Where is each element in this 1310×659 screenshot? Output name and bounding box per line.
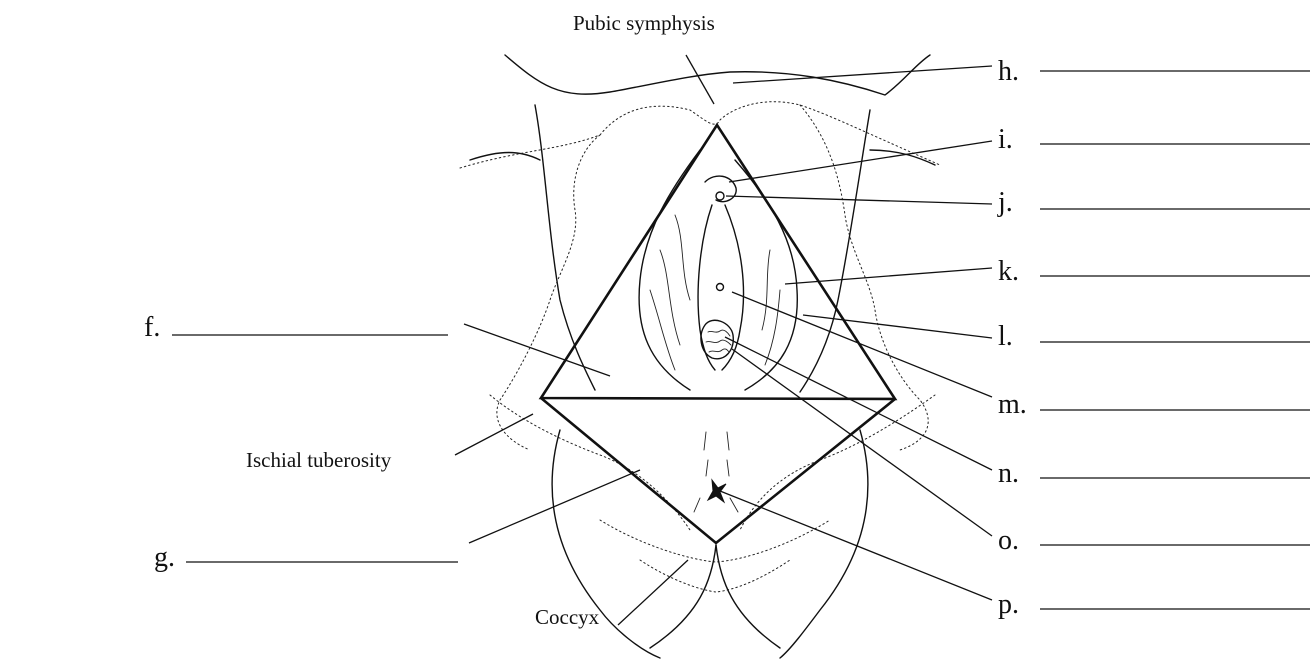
label-ischial-tuberosity: Ischial tuberosity bbox=[246, 448, 392, 472]
glans-clitoris bbox=[716, 192, 724, 200]
label-i: i. bbox=[998, 124, 1013, 155]
label-g: g. bbox=[154, 542, 175, 573]
leader-h bbox=[733, 66, 992, 83]
label-h: h. bbox=[998, 56, 1019, 87]
perineal-stroke-5 bbox=[730, 498, 738, 512]
label-o: o. bbox=[998, 525, 1019, 556]
labium-fold-l1 bbox=[660, 250, 680, 345]
perineal-stroke-4 bbox=[727, 460, 729, 476]
labium-fold-l3 bbox=[650, 290, 675, 370]
label-coccyx: Coccyx bbox=[535, 605, 600, 629]
right-flank-contour bbox=[800, 110, 870, 392]
labium-fold-r1 bbox=[762, 250, 770, 330]
label-k: k. bbox=[998, 256, 1019, 287]
perineal-stroke-2 bbox=[727, 432, 729, 450]
labium-majus-right bbox=[735, 160, 797, 390]
prepuce bbox=[705, 176, 736, 202]
leader-coccyx bbox=[618, 560, 688, 625]
vaginal-texture-1 bbox=[708, 330, 730, 336]
anal-triangle bbox=[541, 398, 895, 543]
leader-g bbox=[469, 470, 640, 543]
labels: Pubic symphysis Ischial tuberosity Coccy… bbox=[144, 11, 1027, 629]
leader-i bbox=[729, 141, 992, 182]
vaginal-texture-2 bbox=[706, 340, 731, 345]
perineal-stroke-6 bbox=[694, 498, 700, 512]
anus bbox=[708, 480, 726, 502]
leader-o bbox=[732, 349, 992, 536]
gluteal-cleft-right bbox=[716, 545, 780, 648]
left-flank-contour bbox=[535, 105, 595, 390]
pelvic-outline-upper bbox=[460, 102, 940, 168]
label-j: j. bbox=[997, 187, 1013, 218]
perineal-stroke-1 bbox=[704, 432, 706, 450]
urogenital-triangle bbox=[541, 125, 895, 399]
label-l: l. bbox=[998, 321, 1013, 352]
anatomy-illustration bbox=[460, 55, 940, 658]
label-p: p. bbox=[998, 589, 1019, 620]
sacral-outline bbox=[640, 560, 790, 592]
label-m: m. bbox=[998, 389, 1027, 420]
labium-fold-r2 bbox=[765, 290, 780, 365]
vaginal-texture-3 bbox=[709, 349, 729, 352]
vaginal-orifice bbox=[701, 320, 733, 359]
leader-n bbox=[725, 337, 992, 470]
leader-pubic-symphysis bbox=[686, 55, 714, 104]
leader-m bbox=[732, 292, 992, 397]
label-f: f. bbox=[144, 312, 160, 343]
labium-fold-l2 bbox=[675, 215, 690, 300]
ischial-outline-left bbox=[490, 395, 690, 530]
label-pubic-symphysis: Pubic symphysis bbox=[573, 11, 715, 35]
labium-minus-left bbox=[698, 205, 715, 370]
right-gluteal-contour bbox=[780, 430, 868, 658]
urethral-orifice bbox=[717, 284, 724, 291]
label-n: n. bbox=[998, 458, 1019, 489]
leader-ischial bbox=[455, 414, 533, 455]
perineal-stroke-3 bbox=[706, 460, 708, 476]
ischial-outline-right bbox=[740, 395, 935, 530]
upper-body-contour bbox=[505, 55, 930, 95]
right-thigh-contour bbox=[870, 150, 935, 165]
